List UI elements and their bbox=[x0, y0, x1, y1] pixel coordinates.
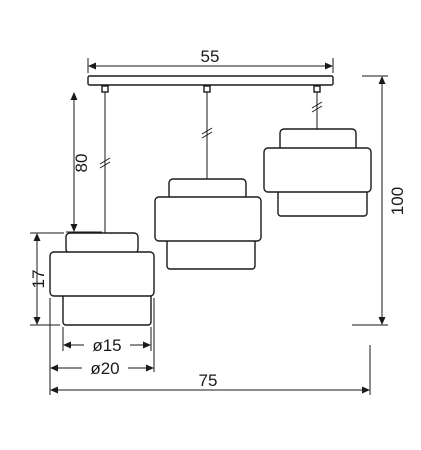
dimension-cord-length: 80 bbox=[66, 92, 102, 233]
dimension-inner-diameter: ø15 bbox=[62, 327, 152, 355]
top-width-label: 55 bbox=[201, 47, 220, 66]
ceiling-bar bbox=[87, 75, 334, 86]
shade-height-label: 17 bbox=[29, 270, 48, 289]
lamp-shade-left bbox=[49, 232, 155, 326]
dimension-outer-diameter: ø20 bbox=[49, 298, 155, 395]
dimension-top-width: 55 bbox=[87, 47, 334, 73]
inner-diameter-label: ø15 bbox=[92, 336, 121, 355]
total-height-label: 100 bbox=[388, 187, 407, 215]
dimension-total-height: 100 bbox=[352, 75, 407, 326]
cord-length-label: 80 bbox=[72, 154, 91, 173]
dimension-total-width: 75 bbox=[50, 345, 371, 395]
outer-diameter-label: ø20 bbox=[90, 359, 119, 378]
cords bbox=[99, 85, 323, 233]
lamp-shade-middle bbox=[154, 178, 262, 270]
dimension-shade-height: 17 bbox=[29, 232, 64, 326]
lamp-shade-right bbox=[263, 128, 372, 217]
total-width-label: 75 bbox=[199, 371, 218, 390]
